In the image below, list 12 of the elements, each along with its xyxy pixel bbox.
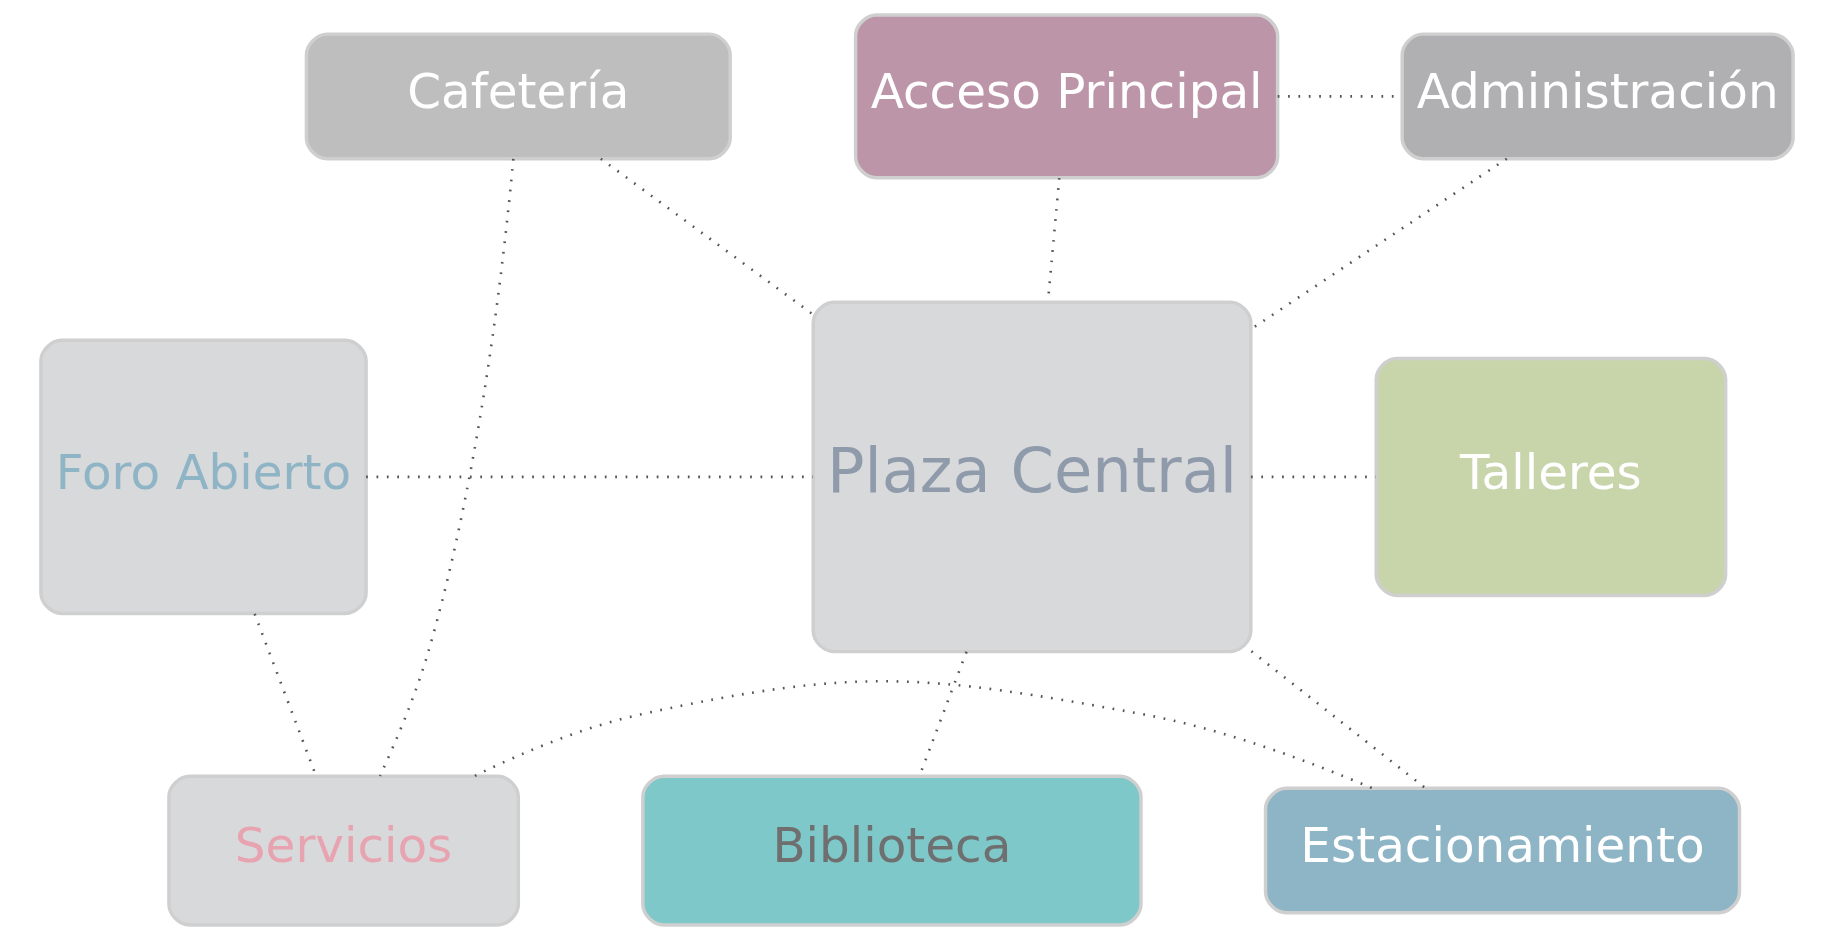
connector [378, 158, 515, 777]
node-box: Biblioteca [641, 774, 1143, 927]
node-box: Plaza Central [811, 300, 1253, 654]
node-box: Cafetería [304, 32, 732, 161]
connector [1250, 650, 1426, 789]
node-box: Foro Abierto [39, 338, 368, 616]
node-box: Estacionamiento [1263, 786, 1742, 915]
node-box: Talleres [1374, 356, 1728, 598]
node-box: Administración [1400, 32, 1795, 161]
connector [474, 680, 1373, 790]
connector [600, 157, 814, 316]
node-box: Acceso Principal [853, 13, 1280, 180]
